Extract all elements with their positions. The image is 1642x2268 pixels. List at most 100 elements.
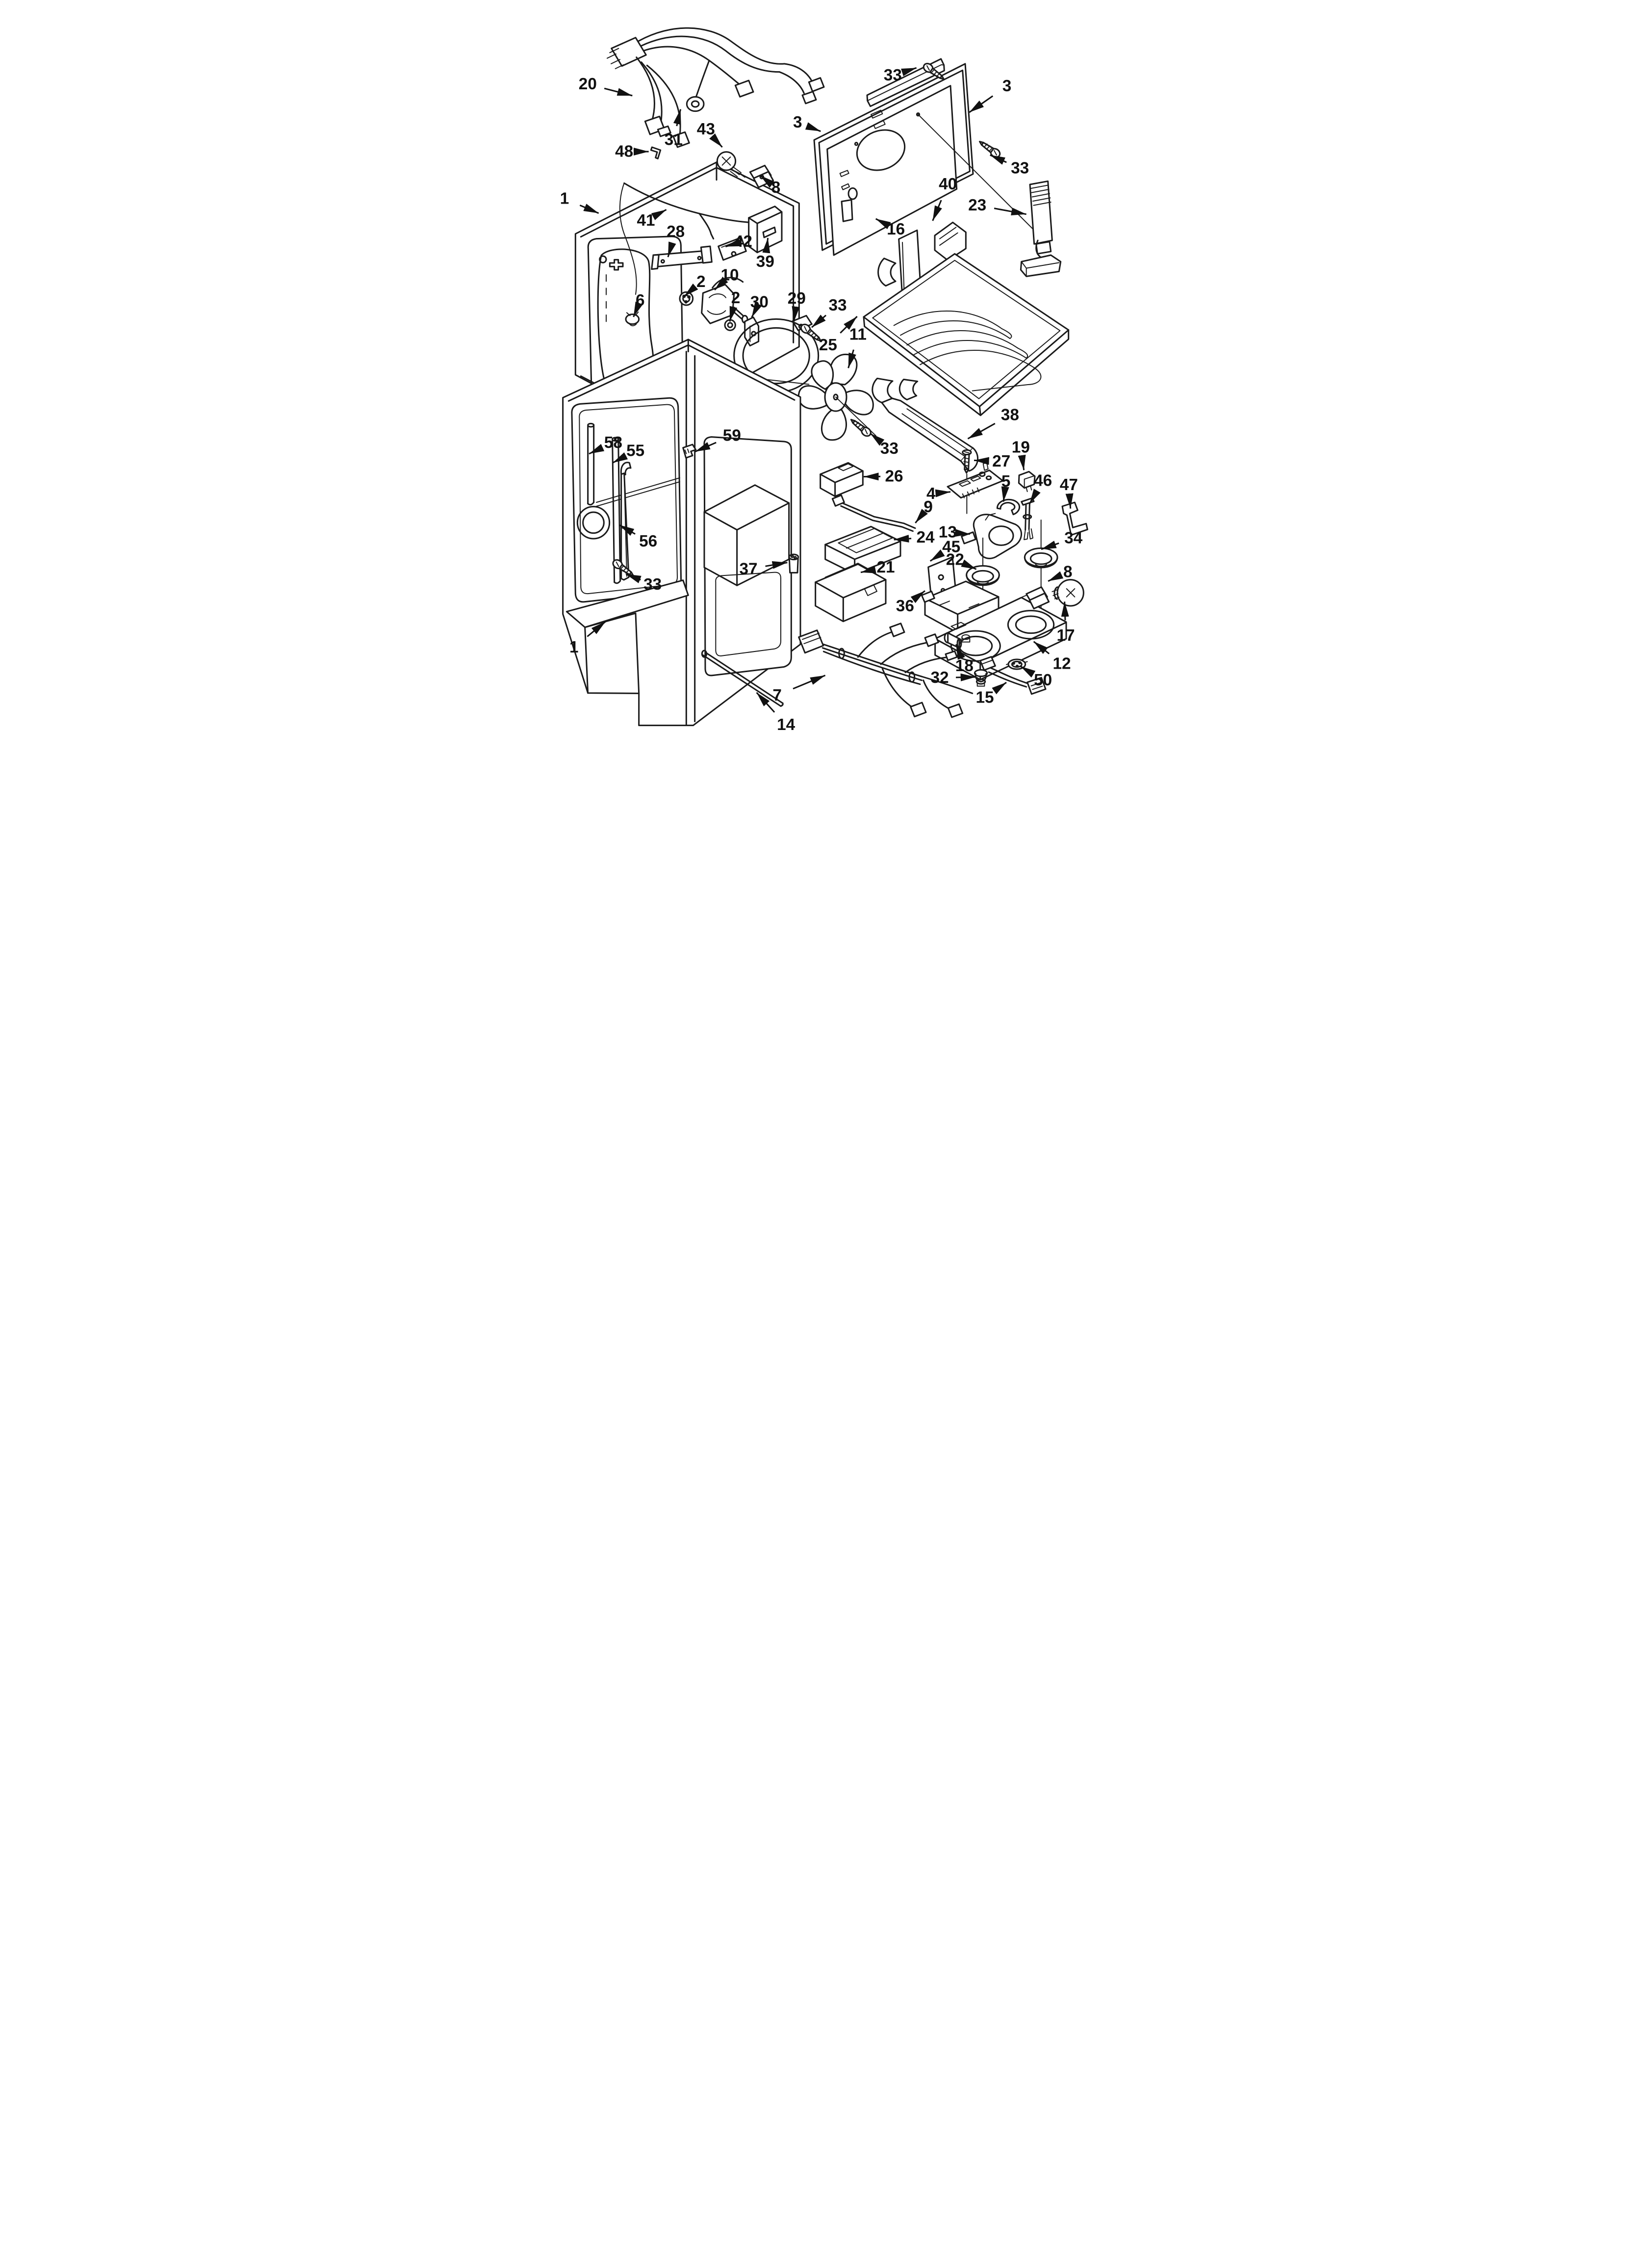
callout-arrow-42 xyxy=(725,238,742,248)
part-label-37: 37 xyxy=(739,560,757,578)
part-label-56: 56 xyxy=(639,532,657,550)
part-label-3: 3 xyxy=(793,113,802,131)
callout-arrow-24 xyxy=(894,534,912,543)
callout-arrow-45 xyxy=(929,549,945,562)
callout-arrow-13 xyxy=(954,529,970,537)
part-label-1: 1 xyxy=(560,190,569,208)
part-label-39: 39 xyxy=(756,253,774,271)
callout-arrow-1 xyxy=(579,204,599,214)
screw-33-fan xyxy=(850,418,872,437)
part-label-29: 29 xyxy=(788,289,806,308)
callout-arrow-21 xyxy=(860,565,876,574)
part-label-27: 27 xyxy=(992,452,1010,470)
bracket-9 xyxy=(831,494,916,532)
callout-arrow-27 xyxy=(974,457,989,465)
part-label-33: 33 xyxy=(1011,159,1029,178)
callout-arrow-34 xyxy=(1041,541,1059,550)
part-label-43: 43 xyxy=(697,120,715,138)
part-label-8: 8 xyxy=(771,179,781,197)
evaporator-panel-16 xyxy=(826,85,1047,256)
callout-arrow-30 xyxy=(751,302,762,318)
part-label-38: 38 xyxy=(1001,406,1019,424)
callout-arrow-46 xyxy=(1029,489,1041,504)
part-label-24: 24 xyxy=(916,528,935,547)
part-label-12: 12 xyxy=(1052,655,1071,673)
callout-arrow-22 xyxy=(961,559,977,570)
tube-loop xyxy=(576,506,611,540)
relay-19 xyxy=(1018,470,1036,492)
screw-33-right xyxy=(978,141,1001,158)
callout-arrow-36 xyxy=(910,590,925,603)
lamp-socket-8-bottom xyxy=(1022,586,1050,610)
callout-arrow-59 xyxy=(694,442,717,453)
part-label-55: 55 xyxy=(626,442,644,460)
callout-arrow-12 xyxy=(1033,641,1050,654)
callout-arrow-16 xyxy=(875,218,891,230)
cover-21 xyxy=(815,563,887,623)
callout-arrow-41 xyxy=(651,209,667,220)
part-label-33: 33 xyxy=(828,296,847,314)
callout-arrow-23 xyxy=(994,208,1026,216)
part-label-28: 28 xyxy=(667,223,685,241)
part-label-46: 46 xyxy=(1034,472,1052,490)
ice-maker-23 xyxy=(1020,180,1062,277)
control-board-4 xyxy=(947,462,1004,499)
callout-arrow-31 xyxy=(673,109,682,127)
part-label-48: 48 xyxy=(615,143,633,161)
wire-harness-7 xyxy=(798,623,974,718)
callout-arrow-8 xyxy=(1048,571,1064,582)
part-label-18: 18 xyxy=(955,657,974,675)
part-label-14: 14 xyxy=(777,716,795,734)
part-label-58: 58 xyxy=(604,434,622,452)
callout-arrow-33 xyxy=(625,573,641,583)
parts-diagram: 2031434881412842391022630293333334023163… xyxy=(560,27,1088,734)
part-label-2: 2 xyxy=(696,273,706,291)
drain-tube-58 xyxy=(587,422,595,506)
part-label-19: 19 xyxy=(1012,439,1030,457)
part-label-9: 9 xyxy=(924,498,933,516)
callout-arrow-10 xyxy=(714,276,728,291)
callout-arrow-18 xyxy=(955,644,965,660)
part-label-11: 11 xyxy=(849,326,867,344)
part-label-1: 1 xyxy=(569,638,579,656)
callout-arrow-28 xyxy=(667,241,676,258)
cover-26 xyxy=(820,462,864,497)
part-label-32: 32 xyxy=(930,669,949,687)
clip-5 xyxy=(996,498,1021,516)
callout-arrow-55 xyxy=(612,452,628,464)
callout-arrow-14 xyxy=(756,692,775,713)
harness-15 xyxy=(979,656,1047,695)
callout-arrow-33 xyxy=(901,67,917,77)
callout-arrow-39 xyxy=(762,237,770,254)
part-label-31: 31 xyxy=(665,131,683,149)
callout-arrow-43 xyxy=(709,133,723,148)
screw-33-tray xyxy=(800,323,821,342)
callout-arrow-32 xyxy=(955,673,976,681)
part-label-2: 2 xyxy=(731,289,741,307)
part-label-33: 33 xyxy=(643,575,662,594)
callout-arrow-50 xyxy=(1020,666,1036,678)
part-label-17: 17 xyxy=(1056,626,1075,645)
part-label-47: 47 xyxy=(1060,476,1078,494)
callout-arrow-15 xyxy=(992,681,1007,695)
cover-24 xyxy=(824,525,901,575)
callout-arrow-4 xyxy=(935,489,951,497)
callout-arrow-3 xyxy=(969,95,994,113)
shield-bracket-40 xyxy=(934,221,967,261)
clip-48 xyxy=(650,146,662,159)
callout-arrow-1 xyxy=(587,621,606,637)
screw-33-liner xyxy=(612,559,634,576)
refrigerator-liner-1 xyxy=(562,339,801,727)
harness-support-38 xyxy=(872,377,979,472)
callout-arrow-58 xyxy=(589,443,605,455)
callout-arrow-19 xyxy=(1018,454,1026,470)
cup-22 xyxy=(966,537,1000,632)
spacer-37 xyxy=(788,553,799,574)
wire-harness-20 xyxy=(607,27,825,148)
callout-arrow-47 xyxy=(1065,493,1074,509)
part-label-36: 36 xyxy=(896,597,914,615)
callout-arrow-40 xyxy=(932,200,942,221)
grommet-50 xyxy=(1006,658,1028,670)
